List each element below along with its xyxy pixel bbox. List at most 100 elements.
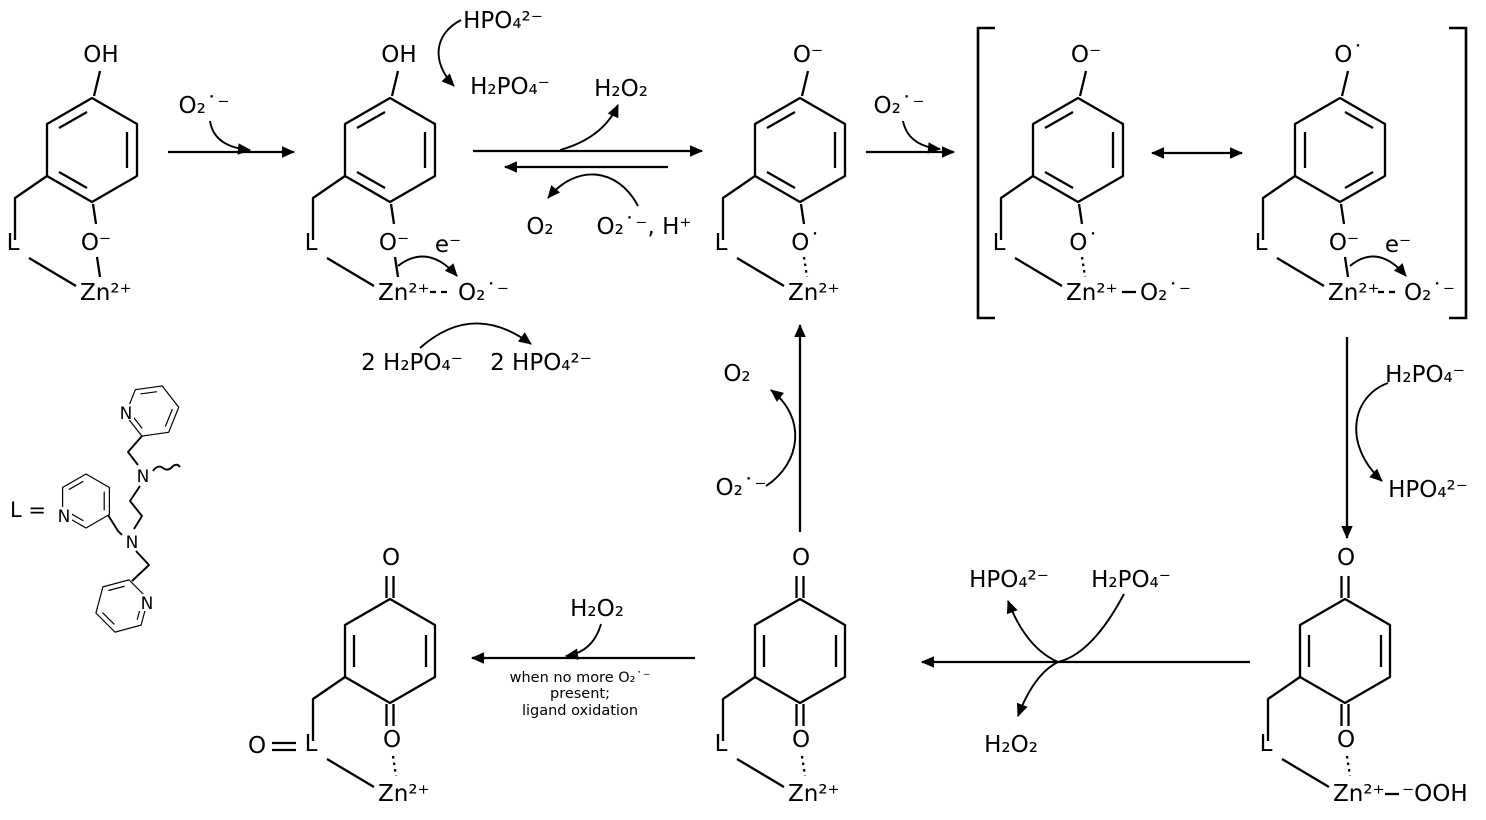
quinone-ring xyxy=(753,574,847,728)
ligand-definition: L = N N N N N xyxy=(10,376,185,639)
resonance-left-skeleton xyxy=(999,69,1136,294)
benzene-ring xyxy=(1293,96,1387,204)
complex6-zn-quinone-oxidized-ligand: O O L O Zn²⁺ xyxy=(248,545,437,807)
zinc-label: Zn²⁺ xyxy=(378,280,430,306)
reagent-curved-arrow xyxy=(209,120,252,155)
ch2-ligand-arm xyxy=(13,174,78,288)
quinone-ring xyxy=(1298,574,1392,728)
ch2-ligand-arm xyxy=(999,174,1064,288)
c-o-bond xyxy=(91,202,98,226)
benzene-ring xyxy=(753,96,847,204)
hydrogen-peroxide-label: H₂O₂ xyxy=(594,76,648,102)
superoxide-label: O₂˙⁻ xyxy=(458,280,509,306)
dihydrogenphosphate-label: H₂PO₄⁻ xyxy=(470,74,550,100)
superoxide-label: O₂˙⁻ xyxy=(1140,280,1191,306)
superoxide-label: O₂˙⁻ xyxy=(716,475,767,501)
complex2-skeleton xyxy=(311,69,452,294)
carbonyl-bottom-label: O xyxy=(383,727,401,753)
superoxide-label: O₂˙⁻ xyxy=(1404,280,1455,306)
carbonyl-top-label: O xyxy=(382,545,400,571)
hydrogen-peroxide-label: H₂O₂ xyxy=(984,732,1038,758)
peroxide-release-curved-arrow xyxy=(559,104,619,151)
electron-label: e⁻ xyxy=(1385,232,1411,258)
o-zn-bond xyxy=(393,256,400,278)
regeneration-step: O₂ O₂˙⁻ xyxy=(716,323,806,532)
hydrogenphosphate-label: HPO₄²⁻ xyxy=(969,567,1049,593)
complex2-zn-phenol-superoxide: OH L O⁻ Zn²⁺ O₂˙⁻ e⁻ xyxy=(305,42,509,306)
oxyl-radical-label: O˙ xyxy=(1334,42,1364,68)
step2-arrow: O₂˙⁻ xyxy=(866,93,956,158)
zinc-label: Zn²⁺ xyxy=(378,781,430,807)
complex4-zn-quinone-hydroperoxide: O L O Zn²⁺ ⁻OOH xyxy=(1260,545,1468,807)
superoxide-curved-arrow xyxy=(765,389,797,487)
ligand-label: L xyxy=(715,230,728,256)
benzene-ring xyxy=(1031,96,1125,204)
c-o-bond xyxy=(1077,202,1084,226)
dioxygen-label: O₂ xyxy=(723,361,750,387)
n-label-backing xyxy=(55,507,72,524)
hydroxyl-label: OH xyxy=(381,42,416,68)
resonance-right-skeleton xyxy=(1261,69,1400,294)
dihydrogenphosphate-label: 2 H₂PO₄⁻ xyxy=(361,350,463,376)
o-zn-dotted-bond xyxy=(391,755,398,777)
condition-note-line1: when no more O₂˙⁻ xyxy=(510,670,651,686)
phosphate-in-curved-arrow xyxy=(1057,593,1125,663)
oxyl-radical-label: O˙ xyxy=(791,230,821,256)
phenolate-label: O⁻ xyxy=(1329,230,1359,256)
step3-arrow: H₂PO₄⁻ HPO₄²⁻ xyxy=(1341,337,1468,540)
complex4-skeleton xyxy=(1266,574,1399,796)
ligand-label: L xyxy=(715,731,728,757)
bracket-right xyxy=(1449,26,1468,320)
pyridine-n-label-bottom: N xyxy=(141,594,154,614)
o-zn-dotted-bond xyxy=(800,755,807,777)
amine-n-label-bottom: N xyxy=(126,533,139,553)
condition-note-line2: present; xyxy=(550,686,610,702)
ch2-ligand-arm xyxy=(721,174,786,288)
hydrogenphosphate-label: 2 HPO₄²⁻ xyxy=(490,350,592,376)
c-o-bond xyxy=(389,202,396,226)
phosphate-curved-arrow xyxy=(1355,382,1389,482)
c-o-bond-top xyxy=(800,69,810,98)
resonance-right-structure: O˙ L O⁻ Zn²⁺ O₂˙⁻ e⁻ xyxy=(1255,42,1455,306)
benzene-ring xyxy=(45,96,139,204)
ch2-ligand-arm xyxy=(721,675,786,789)
complex1-zn-phenol: OH L O⁻ Zn²⁺ xyxy=(7,42,139,306)
quinone-ring xyxy=(343,574,437,728)
phenolate-label: O⁻ xyxy=(1071,42,1101,68)
ligand-label: L xyxy=(1255,230,1268,256)
peroxide-curved-arrow xyxy=(564,623,602,660)
hydrogen-peroxide-label: H₂O₂ xyxy=(570,596,624,622)
complex3-skeleton xyxy=(721,69,847,288)
ligand-label: L xyxy=(1260,731,1273,757)
carbonyl-bottom-label: O xyxy=(1337,727,1355,753)
phosphate-curved-arrow xyxy=(419,322,532,349)
ethylene-bridge-bond xyxy=(129,485,143,530)
step1-arrow: O₂˙⁻ xyxy=(168,93,296,158)
c-oh-bond xyxy=(390,69,400,98)
phenolate-label: O⁻ xyxy=(793,42,823,68)
electron-label: e⁻ xyxy=(435,232,461,258)
peroxide-out-curved-arrow xyxy=(1016,661,1059,717)
pyridine-n-label-left: N xyxy=(58,507,71,527)
ch2-ligand-arm xyxy=(311,174,376,288)
complex6-skeleton xyxy=(272,574,437,789)
reverse-curved-arrow xyxy=(547,173,639,207)
amine-n-label-top: N xyxy=(137,467,150,487)
complex5-zn-quinone: O L O Zn²⁺ xyxy=(715,545,847,807)
zinc-label: Zn²⁺ xyxy=(788,781,840,807)
ligand-label: L xyxy=(305,230,318,256)
dihydrogenphosphate-label: H₂PO₄⁻ xyxy=(1091,567,1171,593)
deprotonation-step: HPO₄²⁻ H₂PO₄⁻ xyxy=(437,8,550,100)
hydrogenphosphate-label: HPO₄²⁻ xyxy=(1388,477,1468,503)
phosphate-redox-step: 2 H₂PO₄⁻ 2 HPO₄²⁻ xyxy=(361,322,592,376)
electron-transfer-curved-arrow xyxy=(1349,255,1407,277)
o-zn-bond xyxy=(1343,256,1350,278)
c-o-bond-top xyxy=(1078,69,1088,98)
phenolate-label: O⁻ xyxy=(81,230,111,256)
dioxygen-label: O₂ xyxy=(526,214,553,240)
zinc-label: Zn²⁺ xyxy=(1328,280,1380,306)
zinc-label: Zn²⁺ xyxy=(1333,781,1385,807)
complex5-skeleton xyxy=(721,574,847,789)
equilibrium-step: H₂O₂ O₂ O₂˙⁻, H⁺ xyxy=(473,76,704,240)
